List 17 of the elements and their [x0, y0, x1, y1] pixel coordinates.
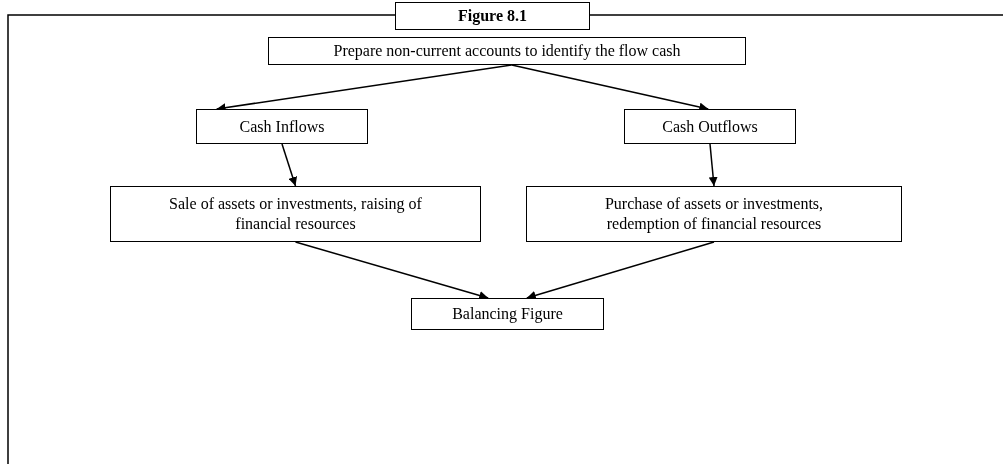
process-box	[411, 298, 604, 330]
box-text: Purchase of assets or investments, redemption of financial resources	[603, 194, 825, 234]
process-box	[196, 109, 368, 144]
box-text: Prepare non-current accounts to identify the flow cash	[333, 41, 681, 61]
arrow	[708, 143, 718, 187]
arrow	[281, 143, 298, 187]
process-box	[268, 37, 746, 65]
process-box	[110, 186, 481, 242]
box-text: Balancing Figure	[452, 304, 563, 324]
process-box	[624, 109, 796, 144]
process-box	[526, 186, 902, 242]
arrow	[526, 241, 715, 300]
figure-title: Figure 8.1	[395, 2, 590, 30]
box-text: Sale of assets or investments, raising of financial resources	[169, 194, 422, 234]
box-text: Cash Outflows	[662, 116, 758, 137]
box-text: Cash Inflows	[239, 116, 325, 137]
arrow	[294, 241, 489, 300]
